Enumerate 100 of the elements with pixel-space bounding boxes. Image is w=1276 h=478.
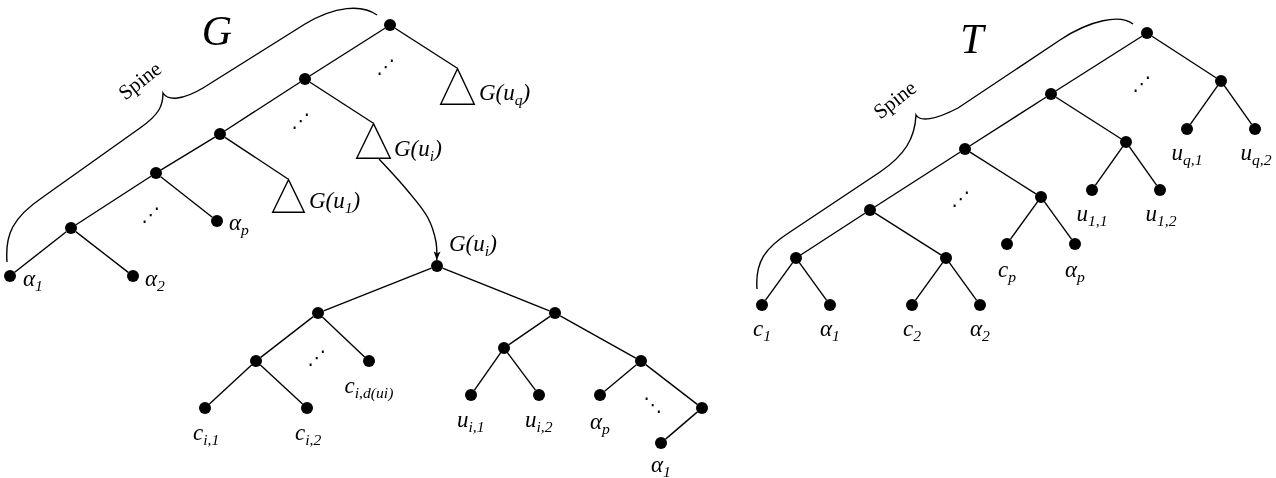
tree-edge	[14, 231, 67, 273]
tree-node-dot	[65, 222, 77, 234]
tree-node-dot	[127, 270, 139, 282]
tree-edge	[645, 363, 698, 406]
tree-node-dot	[940, 252, 952, 264]
tree-node-dot	[1141, 27, 1153, 39]
tree-node-dot	[655, 437, 667, 449]
tree-node-dot	[790, 252, 802, 264]
tree-node-dot	[465, 389, 477, 401]
ellipsis: ⋰	[951, 188, 971, 208]
node-label: α$_{1}$	[651, 452, 671, 476]
tree-node-dot	[696, 402, 708, 414]
tree-node-dot	[1249, 123, 1261, 135]
tree-edge	[1043, 201, 1073, 240]
tree-node-dot	[959, 143, 971, 155]
tree-edge	[75, 175, 152, 226]
ellipsis: ⋱	[643, 394, 663, 414]
tree-node-dot	[594, 389, 606, 401]
tree-edge	[259, 364, 304, 405]
tree-node-dot	[312, 307, 324, 319]
tree-node-dot	[199, 402, 211, 414]
tree-edge	[603, 364, 638, 392]
graph-title: G	[201, 10, 233, 52]
tree-edge	[1223, 85, 1253, 125]
tree-node-dot	[824, 299, 836, 311]
tree-edge	[1189, 85, 1219, 125]
tree-edge	[800, 212, 866, 256]
tree-node-dot	[250, 355, 262, 367]
ellipsis: ⋰	[291, 110, 311, 130]
tree-node-dot	[384, 19, 396, 31]
tree-node-dot	[533, 389, 545, 401]
node-label: α$_{2}$	[145, 266, 165, 290]
tree-edge	[1055, 96, 1122, 140]
tree-edge	[1128, 146, 1158, 186]
tree-edge	[322, 267, 433, 312]
node-label: α$_{1}$	[23, 266, 43, 290]
tree-node-dot	[549, 307, 561, 319]
tree-node-dot	[1035, 191, 1047, 203]
tree-edge	[506, 352, 537, 391]
tree-edge	[321, 316, 366, 358]
tree-edge	[664, 411, 699, 440]
graph-title: T	[960, 18, 984, 60]
tree-node-dot	[974, 299, 986, 311]
tree-edge	[224, 136, 289, 180]
node-label: c$_{2}$	[903, 316, 922, 340]
tree-edge	[160, 176, 213, 218]
tree-edge	[473, 352, 502, 391]
tree-node-dot	[1086, 184, 1098, 196]
tree-edge	[559, 315, 637, 359]
node-label: G(u$_{i}$)	[449, 231, 497, 255]
subtree-triangle	[355, 123, 391, 159]
tree-node-dot	[301, 402, 313, 414]
tree-node-dot	[299, 73, 311, 85]
tree-edge	[1009, 201, 1039, 240]
tree-node-dot	[1045, 88, 1057, 100]
subtree-triangle	[271, 179, 305, 213]
tree-node-dot	[756, 299, 768, 311]
tree-node-dot	[1154, 184, 1166, 196]
tree-node-dot	[864, 204, 876, 216]
tree-node-dot	[211, 215, 223, 227]
tree-node-dot	[363, 355, 375, 367]
ellipsis: ⋰	[376, 56, 396, 76]
node-label: c$_{1}$	[753, 316, 772, 340]
subtree-triangle	[439, 68, 475, 105]
tree-edge	[508, 315, 551, 346]
node-label: G(u$_{i}$)	[394, 136, 442, 160]
tree-edge	[874, 212, 942, 256]
tree-node-dot	[150, 167, 162, 179]
tree-edge	[441, 267, 551, 312]
tree-edge	[969, 151, 1037, 195]
tree-node-dot	[431, 260, 443, 272]
node-label: α$_{1}$	[820, 316, 840, 340]
tree-node-dot	[1001, 238, 1013, 250]
tree-node-dot	[498, 342, 510, 354]
tree-node-dot	[1181, 123, 1193, 135]
node-label: G(u$_{1}$)	[309, 188, 361, 212]
arrow	[378, 158, 441, 261]
tree-node-dot	[1215, 75, 1227, 87]
tree-node-dot	[1069, 238, 1081, 250]
tree-edge	[160, 136, 216, 171]
node-label: α$_{2}$	[970, 316, 990, 340]
tree-edge	[764, 262, 794, 301]
brace-label: Spine	[869, 77, 921, 123]
tree-edge	[224, 81, 301, 132]
tree-node-dot	[906, 299, 918, 311]
tree-edge	[1151, 35, 1217, 79]
brace-label: Spine	[114, 58, 166, 104]
tree-edge	[75, 230, 129, 274]
tree-edge	[260, 315, 314, 359]
ellipsis: ⋰	[141, 204, 161, 224]
tree-edge	[208, 364, 253, 405]
tree-edge	[798, 262, 828, 301]
ellipsis: ⋰	[1132, 73, 1152, 93]
tree-edge	[1094, 146, 1124, 186]
tree-edge	[394, 27, 458, 69]
tree-edge	[914, 262, 944, 301]
tree-edge	[948, 262, 978, 301]
tree-edge	[969, 96, 1047, 147]
ellipsis: ⋰	[307, 347, 327, 367]
tree-edge	[309, 81, 374, 124]
